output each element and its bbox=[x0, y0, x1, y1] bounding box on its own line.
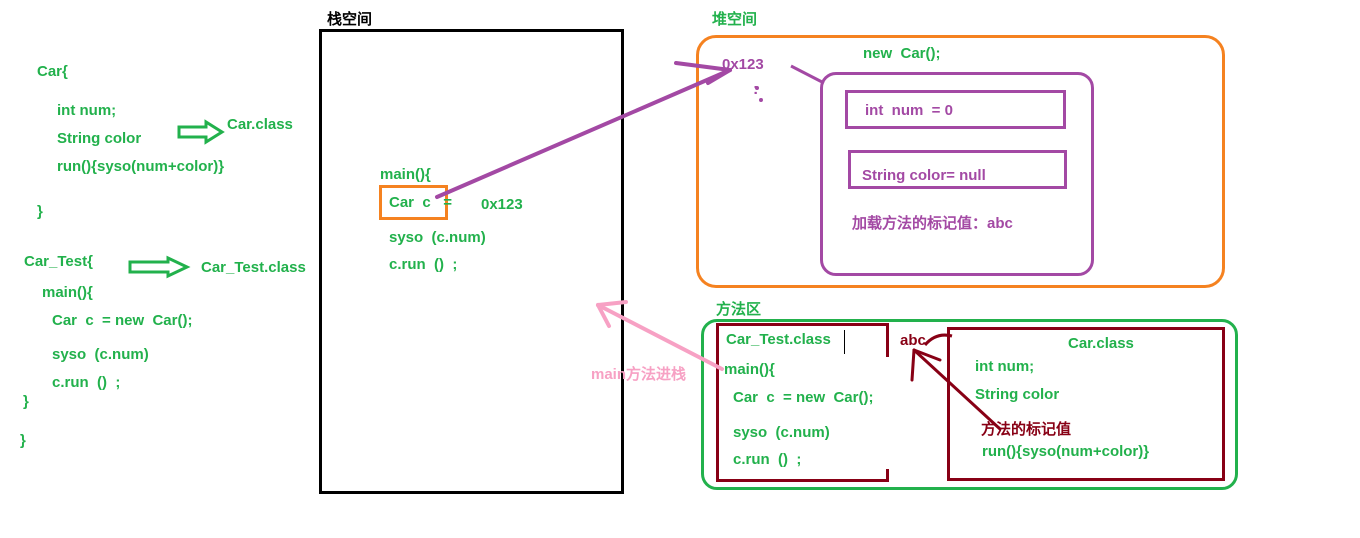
stack-variable-address: 0x123 bbox=[481, 196, 523, 213]
method-area-syso: syso (c.num) bbox=[733, 424, 830, 441]
method-area-car-num: int num; bbox=[975, 358, 1035, 375]
car-class-file-label: Car.class bbox=[227, 116, 293, 133]
car-test-compile-arrow-icon bbox=[128, 255, 191, 279]
car-test-box-gap bbox=[885, 357, 893, 469]
text-cursor bbox=[844, 330, 845, 354]
car-field-color: String color bbox=[57, 130, 142, 147]
method-area-car-class: Car.class bbox=[1068, 335, 1134, 352]
method-area-frame bbox=[701, 319, 1238, 490]
car-method-run: run(){syso(num+color)} bbox=[57, 158, 225, 175]
stack-title: 栈空间 bbox=[327, 11, 373, 28]
heap-new-car: new Car(); bbox=[863, 45, 941, 62]
stack-frame bbox=[319, 29, 624, 494]
stack-variable-c: Car c = bbox=[389, 194, 452, 211]
heap-address-dots: : bbox=[753, 81, 759, 98]
stack-syso: syso (c.num) bbox=[389, 229, 486, 246]
main-push-annotation: main方法进栈 bbox=[591, 366, 687, 383]
heap-field-color-box bbox=[848, 150, 1067, 189]
method-area-car-run: run(){syso(num+color)} bbox=[982, 443, 1150, 460]
method-area-new-statement: Car c = new Car(); bbox=[733, 389, 874, 406]
method-mark-label: 方法的标记值 bbox=[981, 421, 1072, 438]
stack-variable-box bbox=[379, 185, 448, 220]
car-test-syso-statement: syso (c.num) bbox=[52, 346, 149, 363]
method-area-main: main(){ bbox=[724, 361, 775, 378]
heap-field-num: int num = 0 bbox=[865, 102, 953, 119]
heap-object-address: 0x123 bbox=[722, 56, 764, 73]
car-test-new-statement: Car c = new Car(); bbox=[52, 312, 193, 329]
car-test-run-statement: c.run () ; bbox=[52, 374, 121, 391]
car-test-main-close: } bbox=[23, 393, 29, 410]
car-field-num: int num; bbox=[57, 102, 117, 119]
method-area-car-test-class: Car_Test.class bbox=[726, 331, 831, 348]
method-area-car-color: String color bbox=[975, 386, 1060, 403]
heap-field-color: String color= null bbox=[862, 167, 986, 184]
heap-field-num-box bbox=[845, 90, 1066, 129]
method-area-title: 方法区 bbox=[716, 301, 762, 318]
car-test-main: main(){ bbox=[42, 284, 93, 301]
car-test-class-file-label: Car_Test.class bbox=[201, 259, 306, 276]
heap-method-mark: 加载方法的标记值：abc bbox=[852, 215, 1013, 232]
car-test-class-open: Car_Test{ bbox=[24, 253, 93, 270]
method-area-abc-mark: abc bbox=[900, 332, 926, 349]
heap-car-object bbox=[820, 72, 1094, 276]
car-class-close: } bbox=[37, 203, 43, 220]
car-test-class-close: } bbox=[20, 432, 26, 449]
car-class-open: Car{ bbox=[37, 63, 68, 80]
car-compile-arrow-icon bbox=[177, 119, 225, 145]
method-area-run: c.run () ; bbox=[733, 451, 802, 468]
heap-title: 堆空间 bbox=[712, 11, 758, 28]
stack-main: main(){ bbox=[380, 166, 431, 183]
stack-run: c.run () ; bbox=[389, 256, 458, 273]
